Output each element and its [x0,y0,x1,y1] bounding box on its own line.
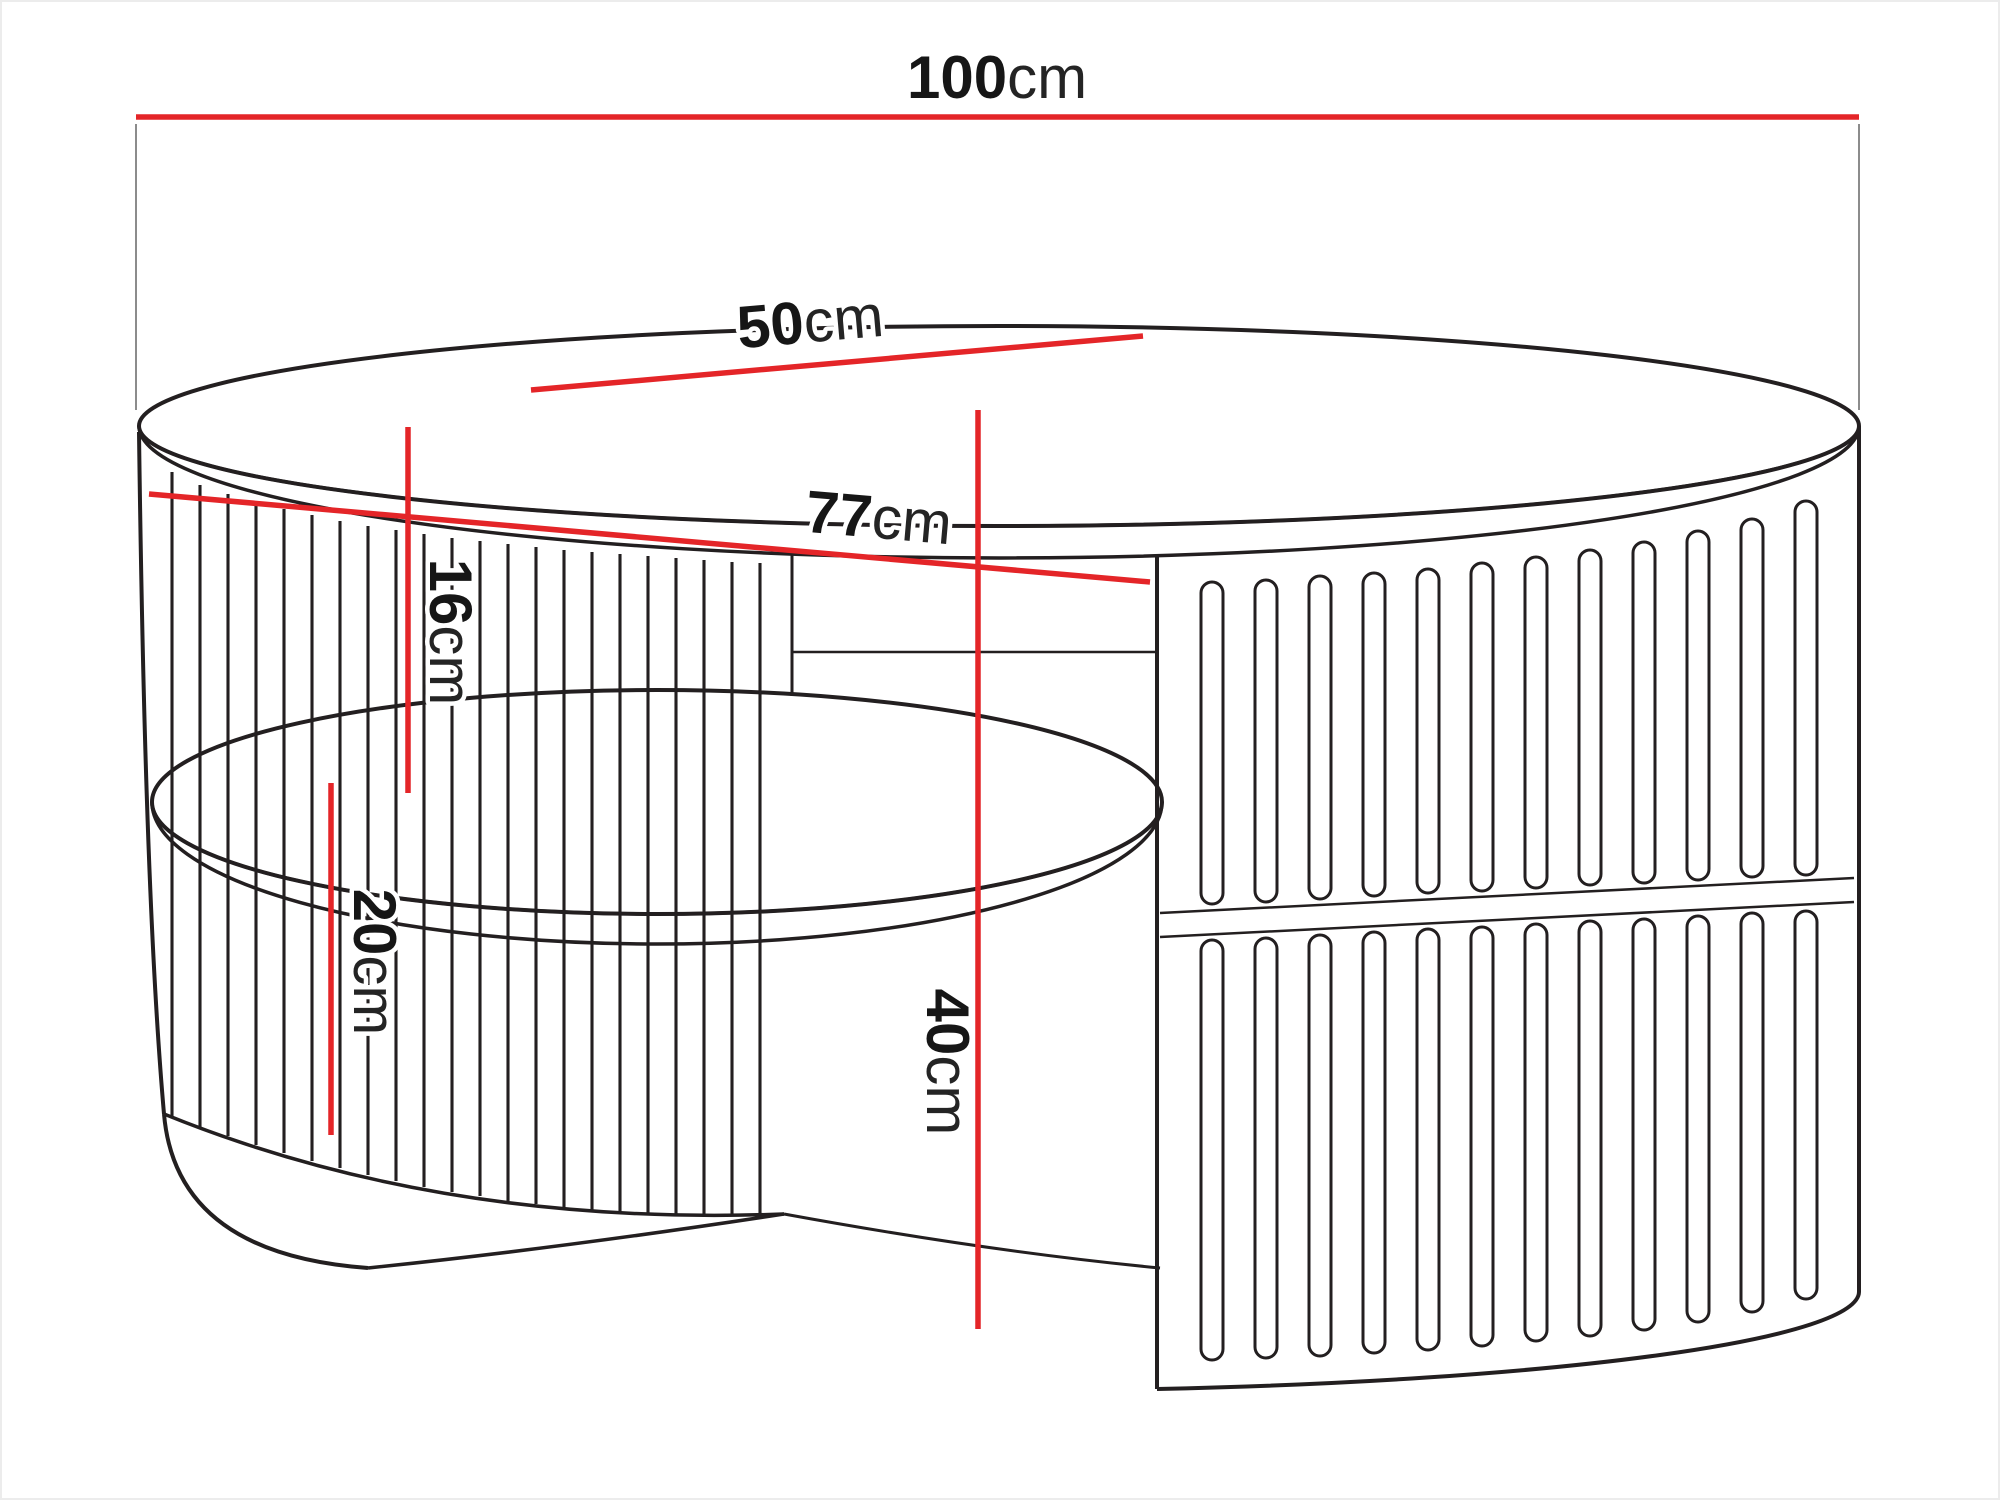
dim-value: 50 [734,289,806,362]
dim-value: 77 [803,478,875,551]
left-slat-bottom-rail [163,1112,785,1218]
dim-value: 100 [907,44,1007,111]
dim-label-overall-height: 40cm [914,989,981,1136]
dim-value: 20 [341,889,408,956]
right-drum-slots [1199,499,1819,1362]
dim-label-top-to-shelf: 16cm [417,559,484,706]
right-drum [1155,426,1861,1391]
shelf [150,688,1164,946]
dim-line-shelf-width [148,491,1151,585]
front-opening [783,554,1161,1270]
left-panel [137,431,785,1270]
dimension-shelf-width: 77cm [148,473,1151,585]
dim-unit: cm [1007,44,1087,111]
dimension-top-to-shelf: 16cm [405,427,489,793]
left-outer-edge [137,431,166,1115]
dim-unit: cm [801,282,887,356]
dim-value: 40 [914,989,981,1056]
dim-unit: cm [417,625,484,705]
table-top [137,324,1861,560]
dimension-overall-width: 100cm [136,40,1859,120]
left-slats [170,472,762,1215]
drum-shelf-line-bottom [1159,900,1855,939]
dim-unit: cm [869,484,955,558]
dim-label-shelf-width: 77cm [803,478,955,558]
dim-unit: cm [341,955,408,1035]
dim-label-overall-width: 100cm [907,44,1087,111]
dim-label-top-depth: 50cm [734,282,886,362]
table-top-rim [137,425,1861,560]
dimension-top-depth: 50cm [530,277,1144,393]
opening-bottom-edge [783,1212,1161,1270]
drum-shelf-line-top [1159,876,1855,915]
dim-value: 16 [417,559,484,626]
left-foot-outer-curve [162,1113,369,1270]
left-foot-inner-curve [367,1212,785,1270]
dim-unit: cm [914,1055,981,1135]
dim-label-shelf-to-floor: 20cm [341,889,408,1036]
dim-line-top-depth [530,333,1144,393]
dimension-overall-height: 40cm [910,410,986,1329]
dimension-shelf-to-floor: 20cm [328,783,413,1135]
shelf-edge-band [150,801,1164,946]
drum-bottom-edge [1156,1291,1861,1391]
